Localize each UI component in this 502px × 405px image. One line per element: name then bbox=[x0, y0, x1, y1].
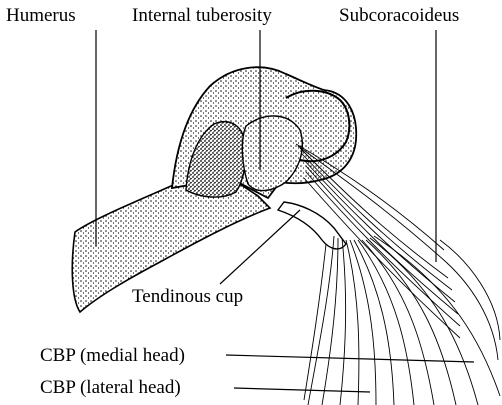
label-tendinous-cup: Tendinous cup bbox=[132, 286, 243, 308]
label-humerus: Humerus bbox=[6, 5, 76, 27]
tendinous-cup-shape bbox=[278, 202, 346, 249]
cbp-muscle bbox=[304, 236, 500, 405]
label-cbp-lateral-head: CBP (lateral head) bbox=[40, 377, 181, 399]
label-internal-tuberosity: Internal tuberosity bbox=[132, 5, 272, 27]
label-cbp-medial-head: CBP (medial head) bbox=[40, 345, 185, 367]
label-subcoracoideus: Subcoracoideus bbox=[339, 5, 459, 27]
